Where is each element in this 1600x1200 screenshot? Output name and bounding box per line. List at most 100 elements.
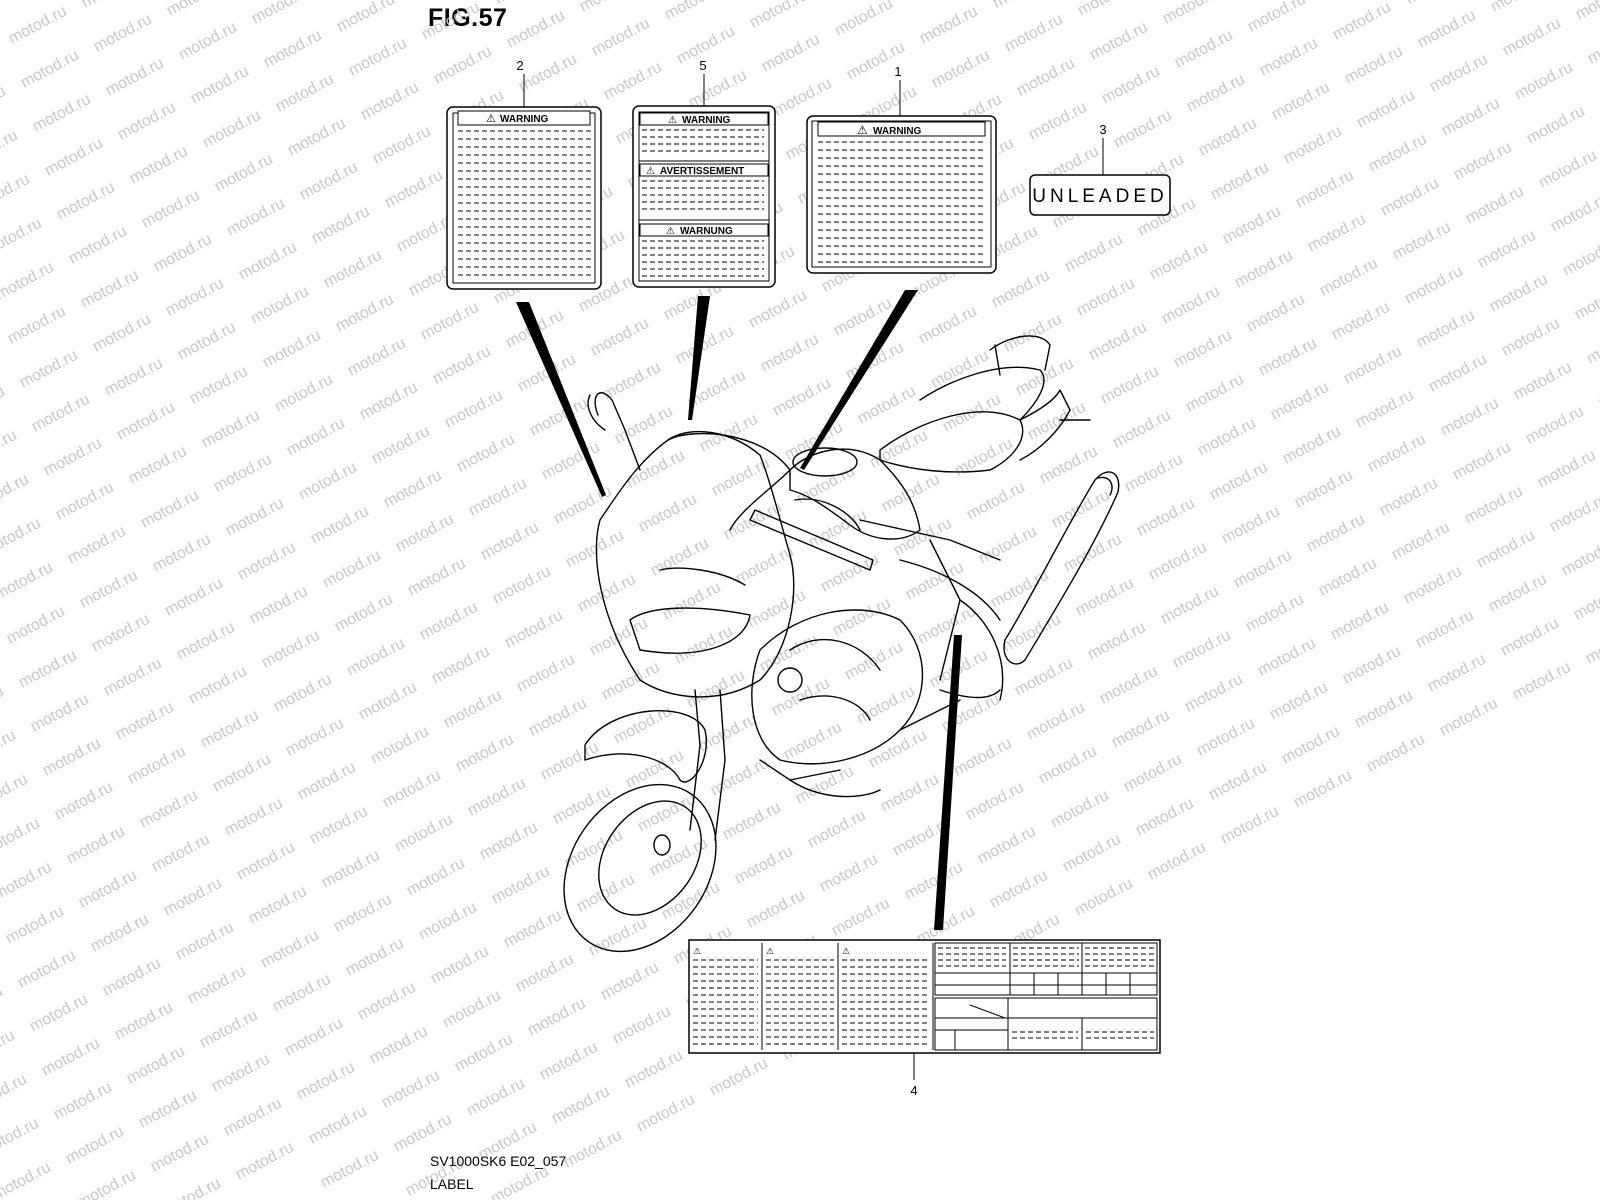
unleaded-text: UNLEADED — [1032, 186, 1167, 207]
watermark-text: motod.ru — [0, 1027, 18, 1072]
watermark-text: motod.ru — [1085, 619, 1149, 664]
watermark-text: motod.ru — [976, 523, 1040, 568]
watermark-text: motod.ru — [309, 203, 373, 248]
watermark-text: motod.ru — [1438, 395, 1502, 440]
watermark-text: motod.ru — [1425, 651, 1489, 696]
watermark-text: motod.ru — [0, 383, 8, 428]
watermark-text: motod.ru — [537, 1039, 601, 1084]
watermark-text: motod.ru — [1073, 575, 1137, 620]
watermark-text: motod.ru — [1450, 439, 1514, 484]
watermark-text: motod.ru — [1160, 0, 1224, 28]
label-4[interactable]: ⚠ ⚠ ⚠ — [688, 939, 1161, 1054]
watermark-text: motod.ru — [320, 547, 384, 592]
watermark-text: motod.ru — [0, 427, 20, 472]
watermark-text: motod.ru — [745, 587, 809, 632]
watermark-text: motod.ru — [200, 107, 264, 152]
callout-1: 1 — [894, 64, 902, 116]
watermark-text: motod.ru — [454, 431, 518, 476]
watermark-text: motod.ru — [0, 127, 21, 172]
watermark-text: motod.ru — [1231, 547, 1295, 592]
watermark-text: motod.ru — [1256, 335, 1320, 380]
watermark-text: motod.ru — [258, 927, 322, 972]
label-3-unleaded[interactable]: UNLEADED — [1029, 174, 1171, 216]
watermark-text: motod.ru — [4, 603, 68, 648]
label-2[interactable]: ⚠ WARNING — [446, 106, 602, 290]
watermark-text: motod.ru — [382, 167, 446, 212]
warning-icon: ⚠ — [646, 166, 655, 177]
watermark-text: motod.ru — [1536, 147, 1600, 192]
watermark-text: motod.ru — [917, 3, 981, 48]
watermark-text: motod.ru — [428, 943, 492, 988]
watermark-text: motod.ru — [1293, 167, 1357, 212]
watermark-text: motod.ru — [199, 407, 263, 452]
watermark-text: motod.ru — [866, 727, 930, 772]
watermark-text: motod.ru — [283, 715, 347, 760]
watermark-text: motod.ru — [975, 823, 1039, 868]
warning-icon: ⚠ — [693, 947, 701, 957]
watermark-text: motod.ru — [295, 759, 359, 804]
watermark-text: motod.ru — [1087, 19, 1151, 64]
watermark-text: motod.ru — [891, 515, 955, 560]
watermark-text: motod.ru — [1499, 315, 1563, 360]
watermark-text: motod.ru — [0, 515, 44, 560]
watermark-text: motod.ru — [562, 827, 626, 872]
watermark-text: motod.ru — [392, 811, 456, 856]
watermark-text: motod.ru — [453, 731, 517, 776]
warning-icon: ⚠ — [857, 123, 868, 137]
watermark-text: motod.ru — [747, 0, 811, 32]
watermark-text: motod.ru — [1316, 555, 1380, 600]
watermark-text: motod.ru — [272, 371, 336, 416]
watermark-text: motod.ru — [175, 319, 239, 364]
watermark-text: motod.ru — [1013, 355, 1077, 400]
watermark-text: motod.ru — [273, 71, 337, 116]
watermark-text: motod.ru — [259, 627, 323, 672]
watermark-text: motod.ru — [1001, 311, 1065, 356]
watermark-text: motod.ru — [832, 0, 896, 40]
watermark-text: motod.ru — [720, 799, 784, 844]
watermark-text: motod.ru — [915, 603, 979, 648]
watermark-text: motod.ru — [1427, 51, 1491, 96]
watermark-text: motod.ru — [211, 451, 275, 496]
watermark-text: motod.ru — [1366, 131, 1430, 176]
watermark-text: motod.ru — [662, 0, 726, 24]
watermark-text: motod.ru — [222, 795, 286, 840]
watermark-text: motod.ru — [1524, 103, 1588, 148]
watermark-text: motod.ru — [223, 495, 287, 540]
watermark-text: motod.ru — [0, 471, 32, 516]
label-1[interactable]: ⚠ WARNING — [806, 115, 997, 274]
watermark-text: motod.ru — [1133, 795, 1197, 840]
watermark-text: motod.ru — [601, 59, 665, 104]
watermark-text: motod.ru — [164, 0, 228, 20]
svg-text:5: 5 — [699, 58, 706, 73]
watermark-text: motod.ru — [1560, 235, 1600, 280]
watermark-text: motod.ru — [1510, 659, 1574, 704]
watermark-text: motod.ru — [781, 719, 845, 764]
watermark-text: motod.ru — [759, 31, 823, 76]
watermark-text: motod.ru — [1523, 403, 1587, 448]
watermark-text: motod.ru — [51, 1079, 115, 1124]
watermark-text: motod.ru — [561, 1127, 625, 1172]
watermark-text: motod.ru — [137, 787, 201, 832]
watermark-text: motod.ru — [818, 551, 882, 596]
label-5[interactable]: ⚠ WARNING ⚠ AVERTISSEMENT ⚠ WARNUNG — [632, 105, 776, 288]
watermark-text: motod.ru — [452, 1031, 516, 1076]
watermark-text: motod.ru — [53, 479, 117, 524]
watermark-text: motod.ru — [429, 643, 493, 688]
watermark-text: motod.ru — [75, 1167, 139, 1200]
watermark-text: motod.ru — [65, 523, 129, 568]
watermark-text: motod.ru — [1389, 519, 1453, 564]
watermark-text: motod.ru — [1097, 663, 1161, 708]
watermark-text: motod.ru — [1559, 535, 1600, 580]
svg-text:1: 1 — [894, 64, 901, 79]
watermark-text: motod.ru — [0, 815, 43, 860]
watermark-text: motod.ru — [660, 579, 724, 624]
watermark-text: motod.ru — [793, 763, 857, 808]
watermark-text: motod.ru — [1171, 327, 1235, 372]
watermark-text: motod.ru — [138, 487, 202, 532]
watermark-text: motod.ru — [42, 135, 106, 180]
watermark-text: motod.ru — [1330, 0, 1394, 44]
watermark-text: motod.ru — [1390, 219, 1454, 264]
watermark-text: motod.ru — [64, 823, 128, 868]
figure-name: LABEL — [430, 1176, 474, 1192]
watermark-text: motod.ru — [1475, 227, 1539, 272]
